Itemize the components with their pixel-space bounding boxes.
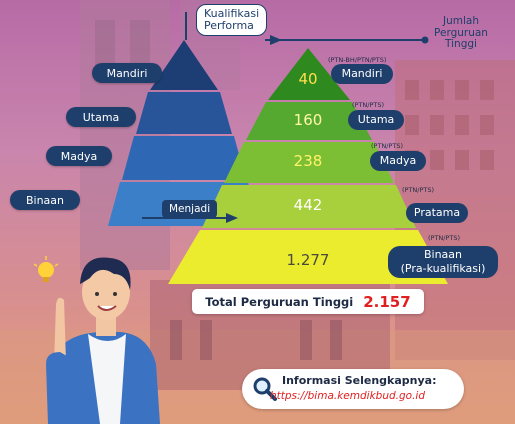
info-title: Informasi Selengkapnya: bbox=[282, 374, 437, 387]
search-icon bbox=[253, 377, 277, 401]
left-label-mandiri: Mandiri bbox=[92, 63, 162, 83]
value-madya: 238 bbox=[293, 152, 323, 170]
left-label-madya: Madya bbox=[46, 146, 112, 166]
left-label-binaan: Binaan bbox=[10, 190, 80, 210]
right-label-pratama: Pratama bbox=[406, 203, 468, 223]
left-tier-mandiri bbox=[150, 40, 218, 90]
info-url[interactable]: https://bima.kemdikbud.go.id bbox=[270, 390, 425, 402]
type-pratama: (PTN/PTS) bbox=[402, 186, 435, 194]
value-mandiri: 40 bbox=[298, 70, 318, 88]
lightbulb-icon bbox=[33, 256, 59, 282]
header-jumlah: Jumlah Perguruan Tinggi bbox=[434, 15, 488, 50]
right-pyramid bbox=[168, 48, 448, 284]
left-tier-utama bbox=[136, 92, 232, 134]
value-utama: 160 bbox=[293, 111, 323, 129]
header-arrows bbox=[142, 12, 429, 223]
header-kualifikasi: Kualifikasi Performa bbox=[196, 4, 268, 36]
right-label-madya: Madya bbox=[370, 151, 426, 171]
type-utama: (PTN/PTS) bbox=[352, 101, 385, 109]
left-tier-madya bbox=[122, 136, 246, 180]
right-label-binaan: Binaan (Pra-kualifikasi) bbox=[388, 246, 498, 278]
type-mandiri: (PTN-BH/PTN/PTS) bbox=[328, 56, 387, 64]
right-tier-pratama bbox=[202, 185, 416, 228]
type-madya: (PTN/PTS) bbox=[371, 142, 404, 150]
total-box: Total Perguruan Tinggi 2.157 bbox=[192, 289, 424, 314]
right-tier-utama bbox=[246, 102, 372, 140]
left-label-utama: Utama bbox=[66, 107, 136, 127]
right-tier-mandiri bbox=[268, 48, 350, 100]
total-value: 2.157 bbox=[363, 292, 411, 311]
total-label: Total Perguruan Tinggi bbox=[205, 294, 354, 309]
right-label-utama: Utama bbox=[348, 110, 404, 130]
info-box: Informasi Selengkapnya: https://bima.kem… bbox=[242, 369, 464, 409]
type-binaan: (PTN/PTS) bbox=[428, 234, 461, 242]
menjadi-label: Menjadi bbox=[162, 200, 218, 218]
value-binaan: 1.277 bbox=[286, 251, 330, 269]
person-illustration bbox=[33, 256, 160, 424]
right-label-mandiri: Mandiri bbox=[331, 64, 393, 84]
value-pratama: 442 bbox=[293, 196, 323, 214]
right-tier-binaan bbox=[168, 230, 448, 284]
right-tier-madya bbox=[224, 142, 394, 183]
